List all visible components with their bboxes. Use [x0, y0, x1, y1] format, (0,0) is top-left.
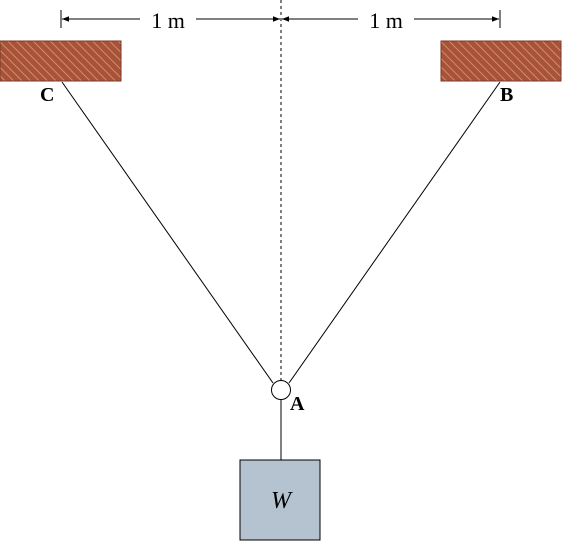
- cable-ba: [288, 81, 501, 384]
- label-w: W: [271, 488, 293, 514]
- ring-a: [271, 380, 291, 400]
- label-c: C: [40, 84, 54, 106]
- cable-ca: [61, 81, 274, 384]
- dimension-label-left: 1 m: [151, 8, 185, 33]
- support-b: [440, 40, 562, 82]
- label-b: B: [500, 84, 513, 106]
- label-a: A: [290, 393, 305, 415]
- weight-box: [239, 459, 321, 541]
- support-c: [0, 40, 122, 82]
- dimension-label-right: 1 m: [369, 8, 403, 33]
